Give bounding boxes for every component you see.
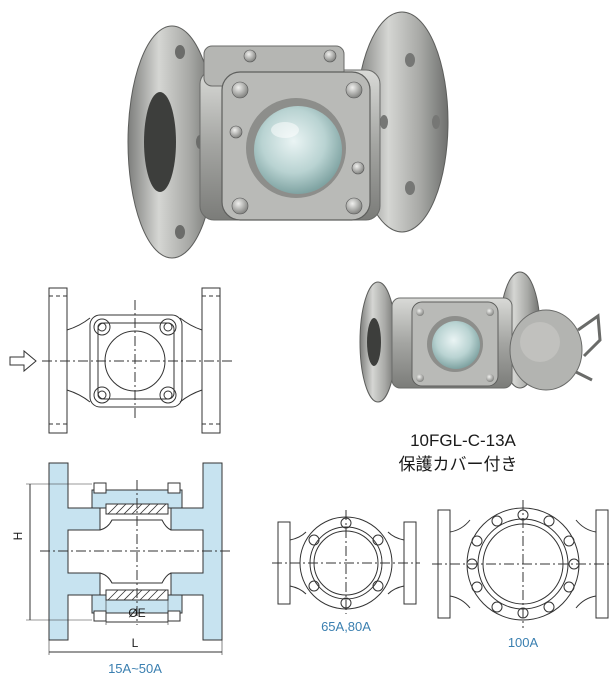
height-dimension-label: H: [11, 532, 25, 541]
protective-cover-label: 保護カバー付き: [399, 455, 518, 474]
model-label: 10FGL-C-13A: [410, 431, 516, 450]
section-view-drawing: [26, 462, 232, 655]
bolt-icon: [231, 81, 249, 99]
product-photo-sight-glass: [127, 11, 449, 259]
length-dimension-label: L: [132, 636, 139, 650]
flow-direction-arrow-icon: [9, 349, 37, 373]
diameter-dimension-label: ØE: [128, 606, 145, 620]
sight-glass-window: [254, 106, 342, 194]
front-view-drawing: [9, 287, 232, 434]
front-view-100a: [432, 500, 610, 628]
bolt-icon: [345, 197, 363, 215]
front-view-65a-80a: [272, 510, 420, 614]
size-range-label-small: 15A~50A: [108, 661, 162, 676]
size-range-label-large: 100A: [508, 635, 539, 650]
size-range-label-medium: 65A,80A: [321, 619, 371, 634]
bolt-icon: [345, 81, 363, 99]
bolt-icon: [231, 197, 249, 215]
left-flange-bore: [144, 92, 176, 192]
product-photo-with-cover: [359, 271, 602, 403]
